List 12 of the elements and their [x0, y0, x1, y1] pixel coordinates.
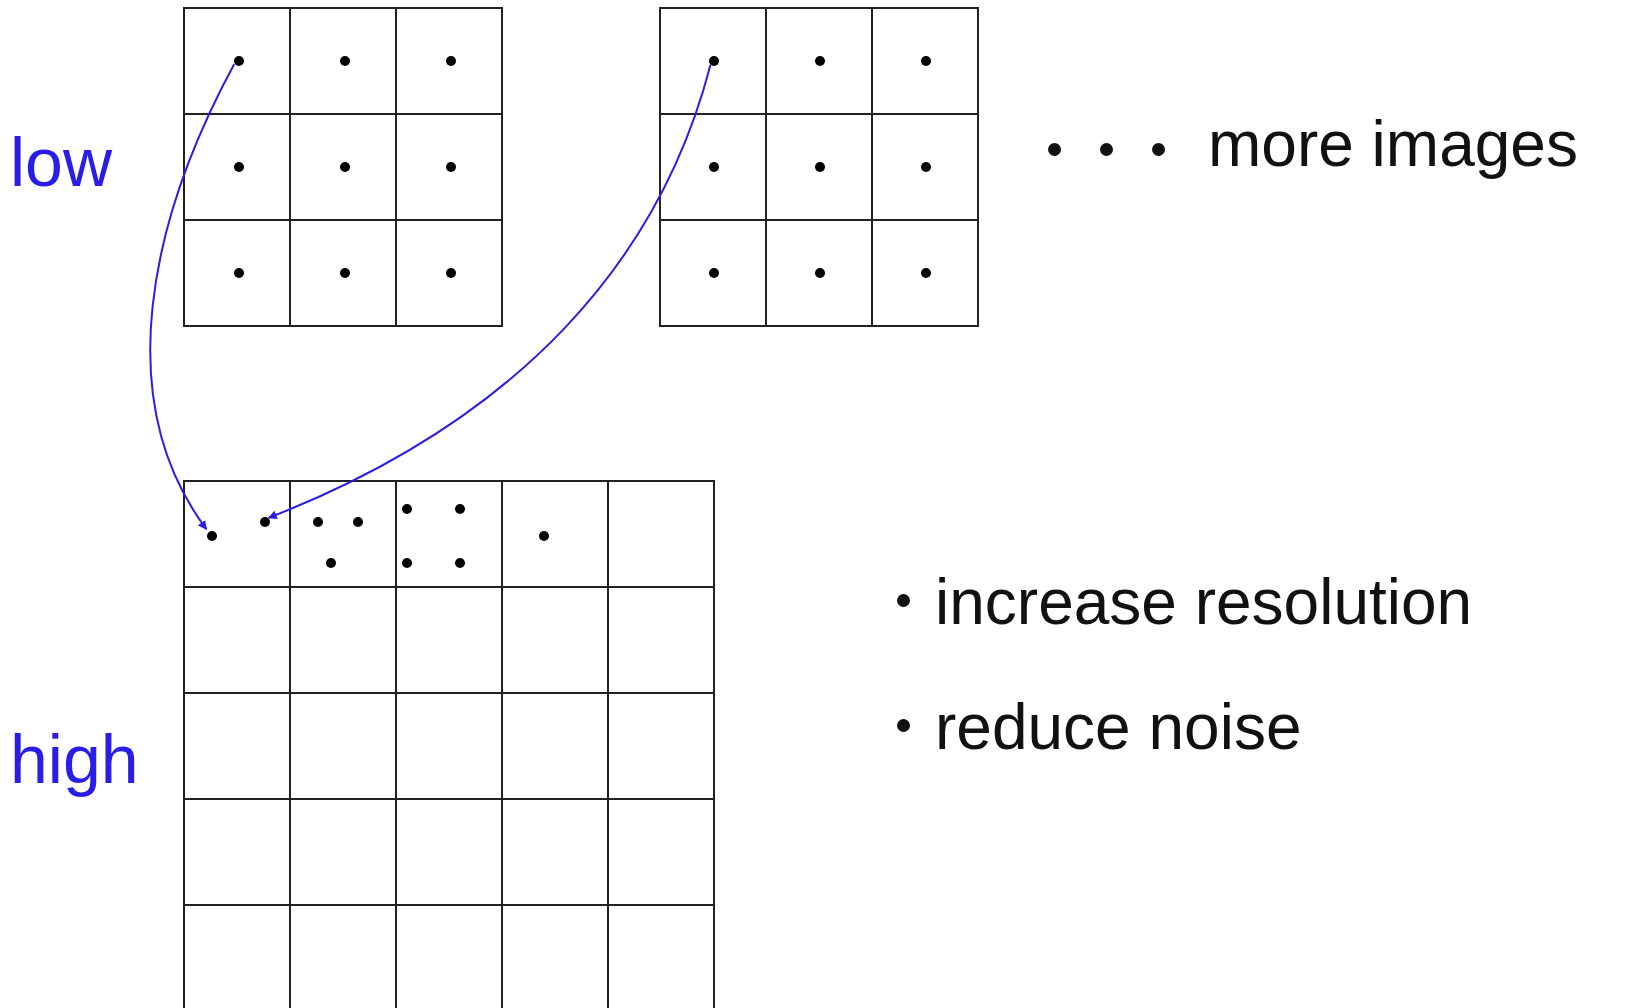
pixel-grid — [183, 480, 715, 1008]
text-label: reduce noise — [935, 695, 1302, 759]
text-label: increase resolution — [935, 570, 1473, 634]
curved-arrow — [267, 63, 712, 519]
curved-arrow — [149, 63, 236, 531]
resolution-label: low — [10, 128, 113, 196]
pixel-dot — [709, 56, 719, 66]
pixel-dot — [260, 517, 270, 527]
pixel-dot — [207, 531, 217, 541]
pixel-grid — [183, 7, 503, 327]
pixel-grid — [659, 7, 979, 327]
pixel-dot — [234, 56, 244, 66]
